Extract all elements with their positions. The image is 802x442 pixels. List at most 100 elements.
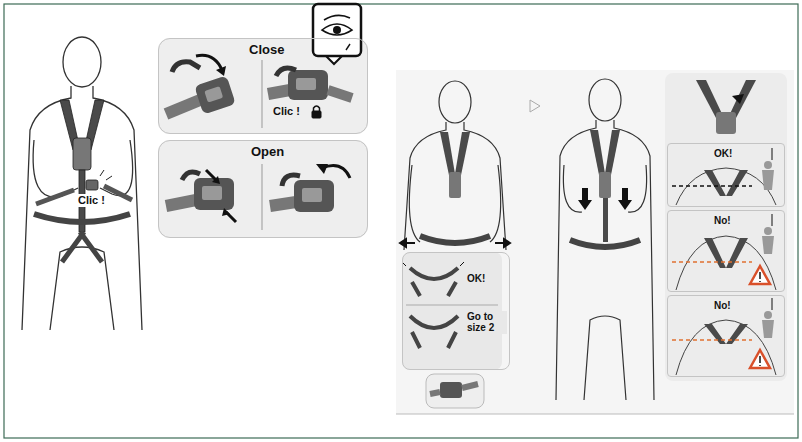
buckle-release-view [270, 164, 350, 212]
harness [570, 130, 640, 247]
eye-icon-part [322, 24, 352, 35]
buckle-open-view [166, 55, 236, 114]
leg-loop-fit-part [412, 332, 456, 348]
buckle-press-view-part [202, 186, 222, 200]
buckle-open-view-part [204, 86, 223, 102]
buckle-open-view-part [216, 66, 226, 76]
harness-part [599, 172, 611, 198]
panel-heading: No! [712, 300, 733, 312]
tighten-arrows-part [578, 188, 592, 210]
pull-arrows [400, 239, 510, 247]
buckle-release-view-part [316, 164, 328, 174]
buckle-press-view-part [182, 172, 200, 180]
column-ground [665, 73, 787, 381]
person-figure [556, 79, 654, 400]
click-label: Clic ! [76, 194, 107, 207]
person-figure-part [404, 122, 506, 250]
warning-triangle-part [750, 350, 770, 368]
lock-icon-part [314, 106, 320, 111]
click-sparks [100, 170, 112, 180]
hanging-person-icon-part [772, 298, 773, 310]
step-panel: No! [667, 210, 785, 292]
click-sparks-part [100, 170, 112, 180]
level-line [672, 185, 752, 187]
eye-icon-part [324, 15, 350, 20]
buckle-closed-view-part [288, 70, 328, 100]
eye-icon-part [333, 26, 341, 34]
buckle-closed-view-part [268, 90, 290, 94]
step-panel: CloseClic ! [158, 38, 368, 134]
buckle-open-view-part [194, 75, 236, 114]
lock-icon-part [312, 111, 321, 118]
person-figure-part [584, 316, 626, 400]
step-panel: No! [667, 295, 785, 377]
leg-loop-fit [410, 268, 458, 348]
photo-edge [396, 414, 794, 415]
step-panel: OK!Go to size 2 [402, 252, 510, 370]
hanging-person-icon-part [772, 214, 773, 226]
panel-heading: Open [249, 145, 286, 160]
buckle-small-part [430, 384, 478, 394]
harness [420, 132, 490, 243]
panel-heading: OK! [712, 148, 734, 160]
buckle-small-part [440, 382, 462, 398]
torso-outline-part [676, 236, 776, 290]
person-figure-part [50, 247, 114, 330]
panel-heading: Close [247, 43, 286, 58]
buckle-release-view-part [294, 180, 334, 212]
hanging-person-icon-part [764, 227, 772, 235]
hanging-person-icon-part [772, 148, 773, 160]
buckle-open-view-part [172, 62, 200, 72]
person-figure-part [22, 86, 142, 330]
leg-loop-fit-part [412, 282, 456, 296]
buckle-open-view-part [196, 55, 222, 70]
harness-part [704, 324, 748, 344]
warning-triangle-part [750, 266, 770, 284]
warning-mark [759, 272, 761, 366]
harness-part [104, 186, 132, 200]
harness-part [603, 198, 608, 242]
buckle-closed-view-part [296, 78, 316, 90]
step-panel: Open [158, 140, 368, 238]
tighten-arrows-part [618, 188, 632, 210]
leg-loop-fit-part [410, 268, 458, 279]
harness [704, 170, 748, 344]
harness-part [86, 180, 98, 190]
buckle-press-view-part [166, 200, 196, 206]
panel-divider [262, 60, 263, 128]
shoulder-strap-detail [696, 80, 756, 134]
buckle-release-view-part [270, 202, 296, 206]
step-panel: OK! [667, 143, 785, 207]
level-line [672, 261, 752, 263]
person-figure-part [589, 79, 621, 121]
torso-outline-part [676, 320, 776, 375]
torso-outline [676, 168, 776, 375]
fit-sparks-part [402, 262, 464, 266]
harness-part [62, 232, 102, 262]
pull-arrows-part [400, 242, 510, 244]
label-anchor: Clic ! [76, 194, 107, 207]
panel-ground [158, 140, 368, 238]
person-figure [22, 37, 142, 330]
fit-sparks [402, 262, 464, 266]
shoulder-strap-detail-part [716, 112, 736, 134]
person-figure-part [556, 120, 654, 400]
buckle-press-view [166, 170, 236, 222]
harness-part [420, 236, 490, 243]
buckle-press-view-part [222, 208, 230, 216]
harness [34, 100, 132, 262]
buckle-press-view-part [212, 176, 220, 184]
inset-divider [406, 305, 498, 306]
hanging-person-icon-part [762, 236, 774, 254]
warning-mark-part [759, 356, 761, 366]
leg-loop-fit-part [410, 316, 458, 328]
panel-heading: OK! [465, 273, 487, 285]
warning-triangle [750, 266, 770, 368]
frame-border [4, 4, 798, 438]
warning-mark-part [759, 272, 761, 282]
hanging-person-icon-part [764, 161, 772, 169]
harness-part [73, 138, 91, 170]
lock-icon [312, 106, 321, 118]
person-figure-part [63, 37, 101, 87]
